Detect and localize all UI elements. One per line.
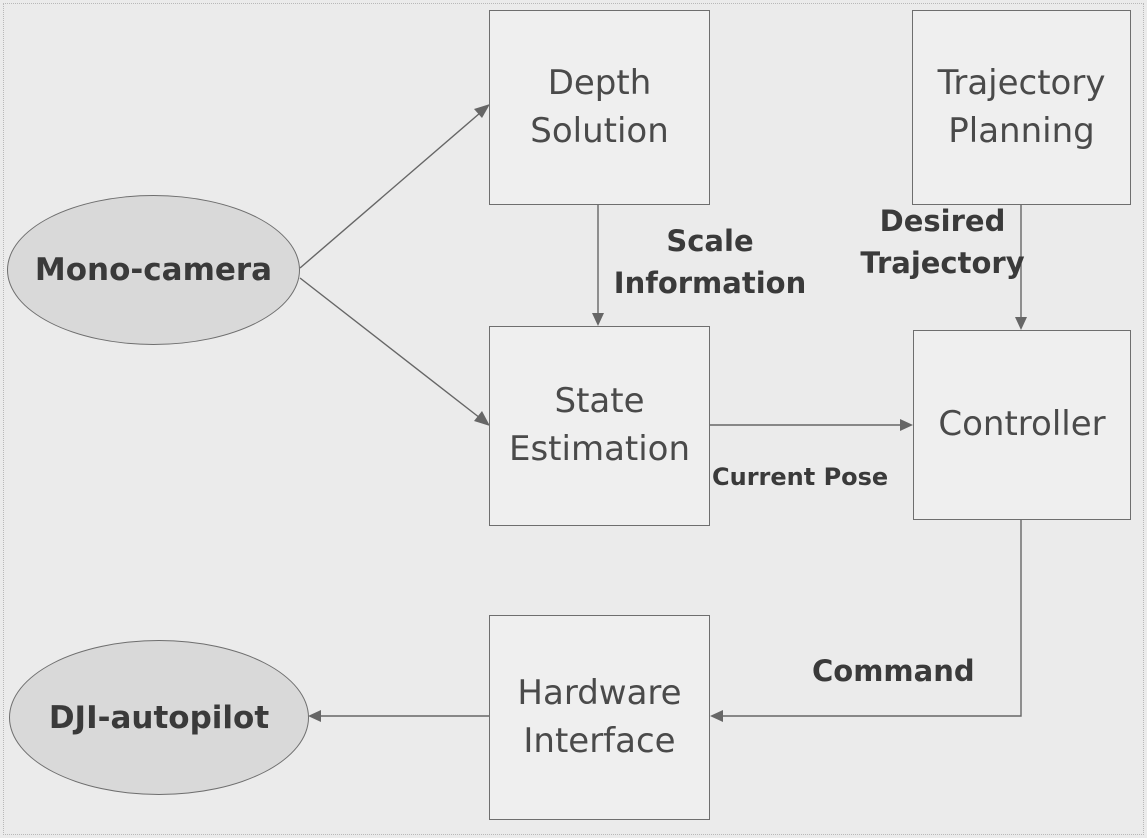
- mono-camera-label: Mono-camera: [34, 252, 273, 288]
- hardware-interface-node: Hardware Interface: [489, 615, 710, 820]
- command-label: Command: [812, 654, 975, 688]
- controller-label: Controller: [938, 404, 1106, 445]
- current-pose-label: Current Pose: [712, 463, 889, 491]
- arrow-controller-to-hardware: [720, 520, 1022, 717]
- arrowhead-state-top: [592, 313, 604, 326]
- scale-information-label: Scale Information: [613, 224, 807, 301]
- arrowhead-controller-left: [900, 419, 913, 431]
- state-estimation-node: State Estimation: [489, 326, 710, 526]
- hardware-interface-label: Hardware Interface: [517, 672, 682, 761]
- state-estimation-label: State Estimation: [508, 381, 691, 469]
- controller-node: Controller: [913, 330, 1131, 520]
- desired-trajectory-label: Desired Trajectory: [860, 204, 1025, 281]
- depth-solution-node: Depth Solution: [489, 10, 710, 205]
- mono-camera-node: Mono-camera: [7, 195, 300, 345]
- diagram-frame: [3, 3, 1144, 835]
- arrowhead-hardware: [710, 710, 723, 722]
- dji-autopilot-node: DJI-autopilot: [9, 640, 309, 795]
- arrowhead-state: [474, 411, 490, 426]
- arrowhead-dji: [308, 710, 321, 722]
- arrow-mono-to-state: [299, 277, 481, 419]
- arrowhead-depth: [474, 104, 490, 118]
- trajectory-planning-label: Trajectory Planning: [937, 62, 1106, 151]
- arrow-mono-to-depth: [299, 112, 481, 269]
- dji-autopilot-label: DJI-autopilot: [48, 699, 270, 736]
- depth-solution-label: Depth Solution: [530, 62, 669, 151]
- arrowhead-controller-top: [1015, 317, 1027, 330]
- trajectory-planning-node: Trajectory Planning: [912, 10, 1131, 205]
